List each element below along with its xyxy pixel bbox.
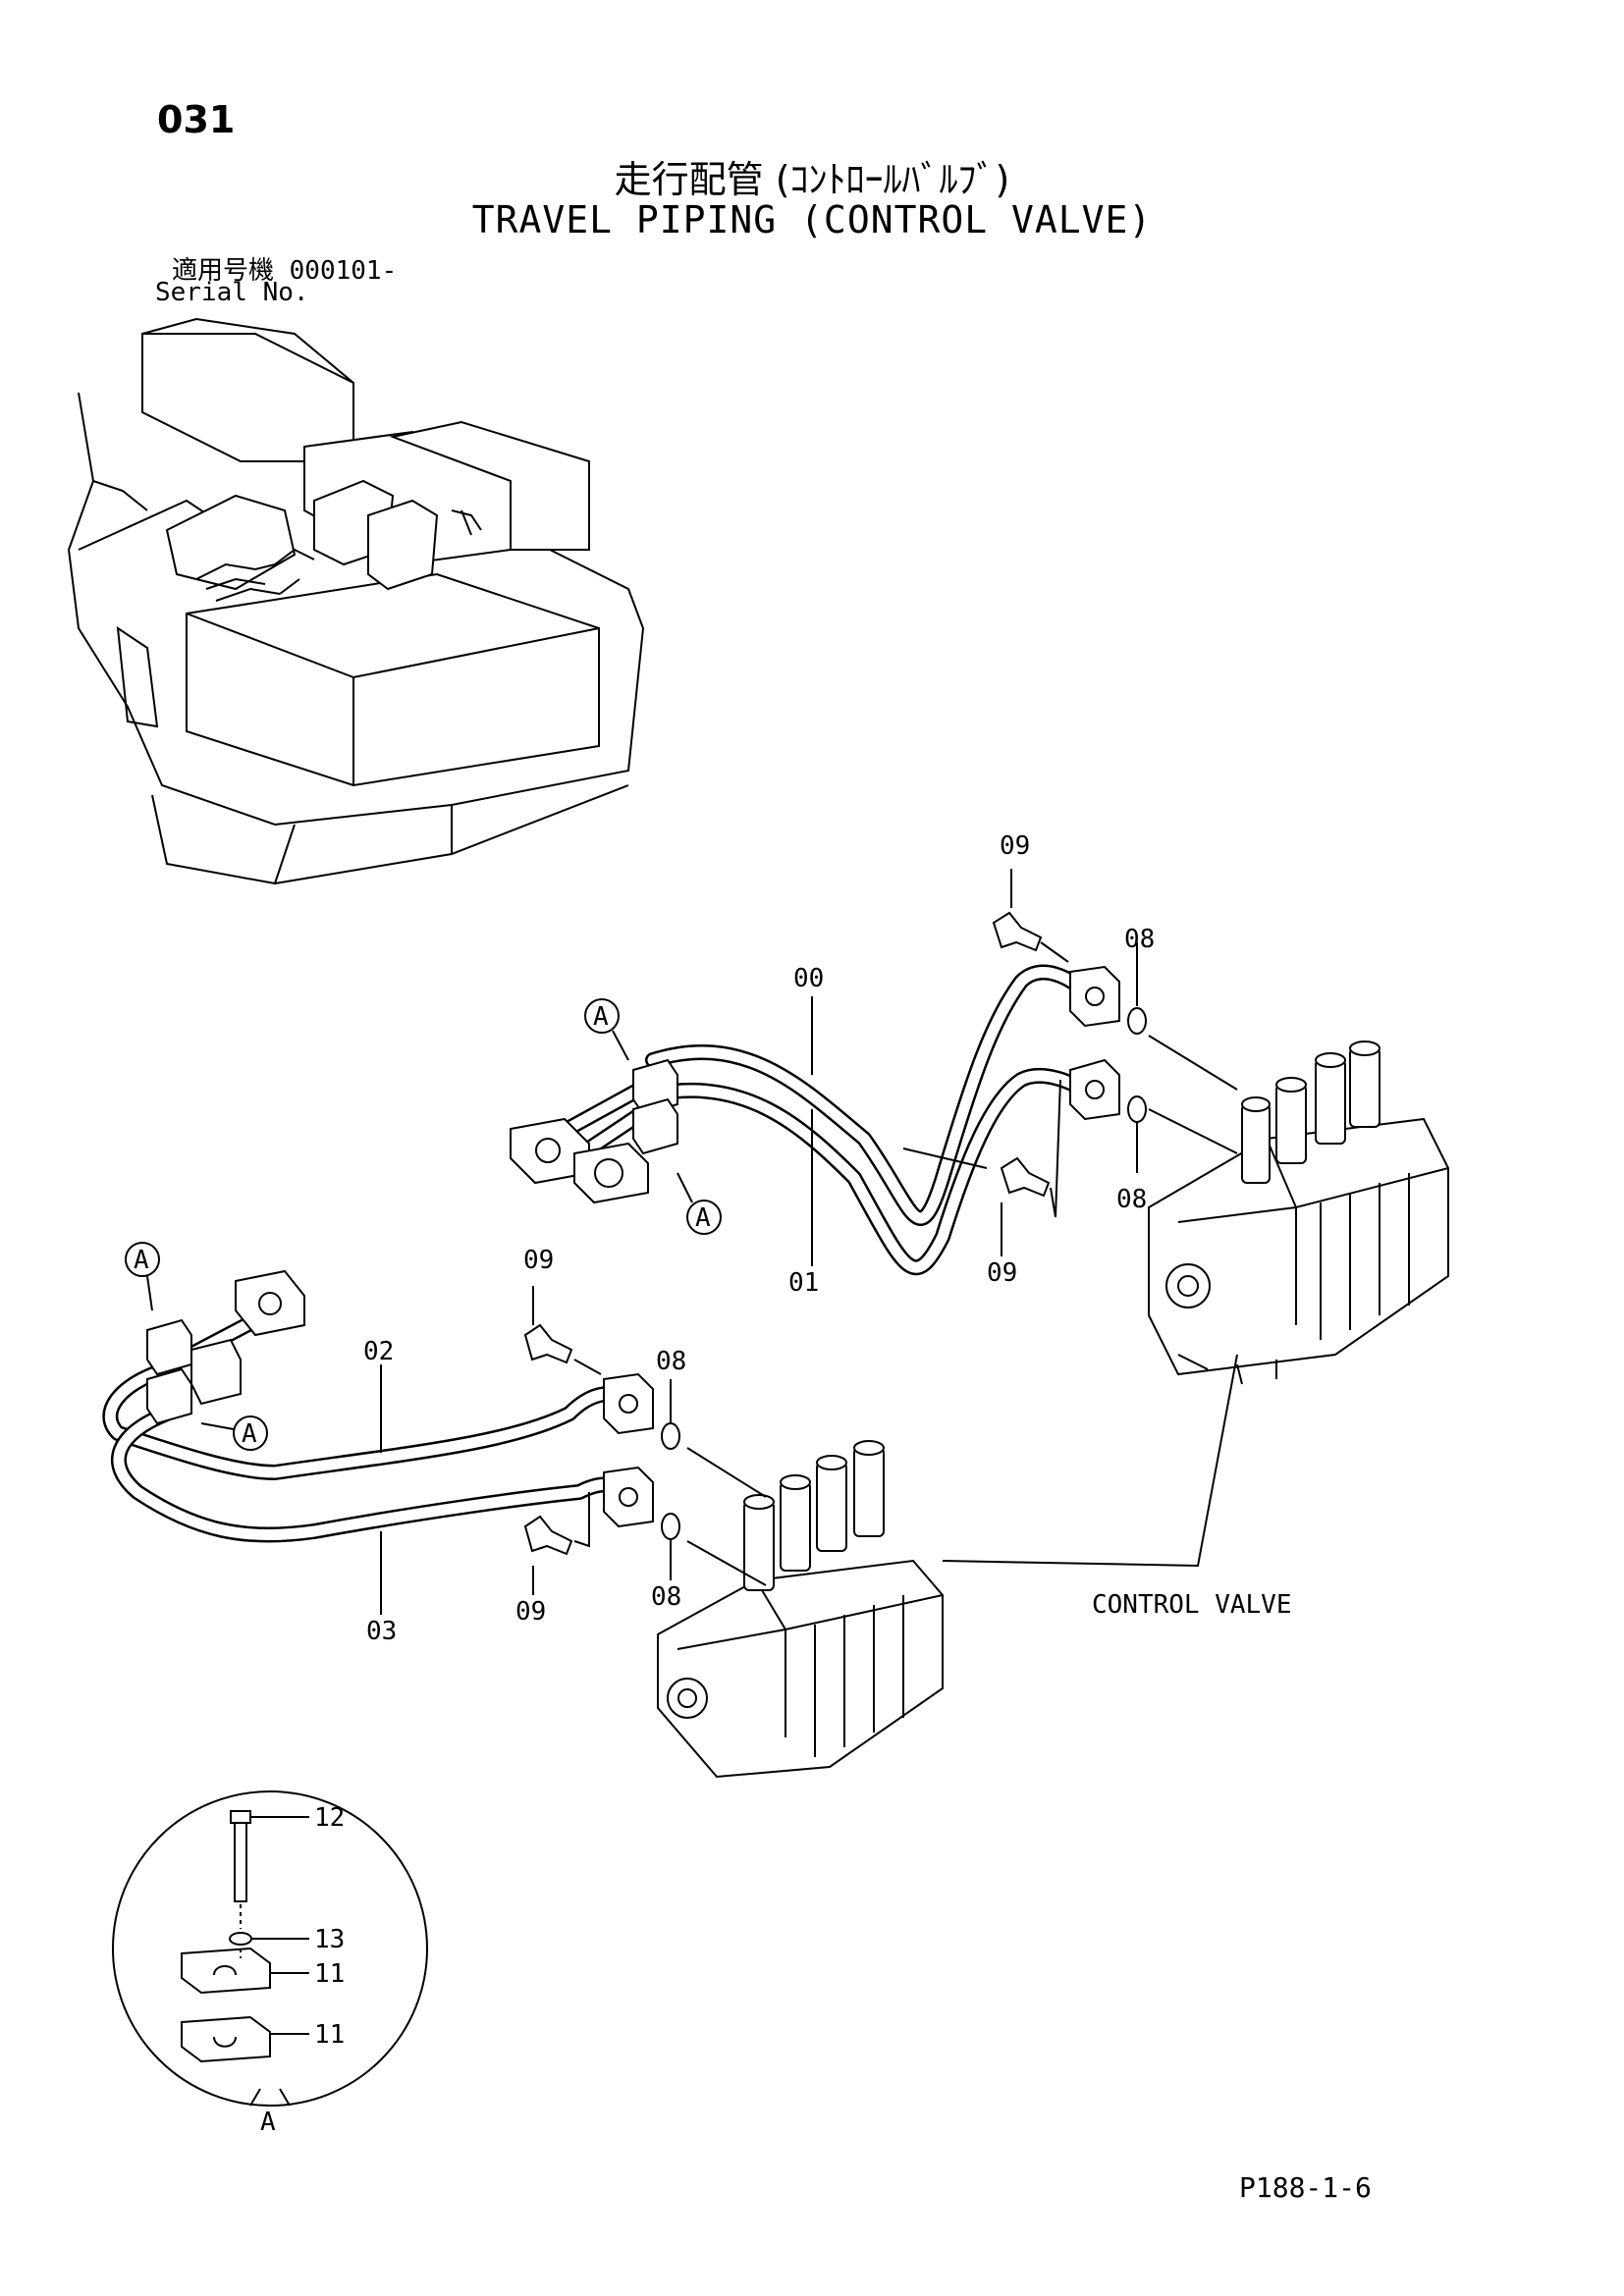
upper-bolt-top-label: 09 (1000, 831, 1030, 861)
upper-clamp-a2-label: A (695, 1203, 711, 1233)
lower-pipe-assembly (102, 1242, 767, 1615)
serial-label-english: Serial No. (155, 278, 309, 307)
detail-part-11b-label: 11 (314, 2020, 345, 2050)
control-valve-leader (942, 1354, 1238, 1568)
detail-part-11a-label: 11 (314, 1959, 345, 1989)
lower-oring-top-label: 08 (656, 1347, 686, 1376)
lower-bolt-bottom-label: 09 (515, 1597, 546, 1627)
lower-oring-bottom-label: 08 (651, 1582, 681, 1612)
machine-overview-illustration (67, 317, 645, 885)
upper-clamp-a1-label: A (593, 1002, 609, 1032)
lower-bolt-top-label: 09 (523, 1246, 554, 1275)
upper-pipe-01-label: 01 (788, 1268, 819, 1298)
detail-part-12-label: 12 (314, 1803, 345, 1833)
upper-pipe-00-label: 00 (793, 964, 824, 993)
detail-a-view (112, 1790, 428, 2107)
serial-label-japanese: 適用号機 000101- (172, 256, 398, 286)
lower-clamp-a1-label: A (134, 1246, 149, 1275)
lower-pipe-03-label: 03 (366, 1617, 397, 1646)
upper-pipe-assembly (510, 869, 1238, 1276)
page-number: 031 (157, 98, 236, 141)
detail-a-label: A (260, 2108, 276, 2137)
upper-oring-top-label: 08 (1124, 925, 1155, 954)
lower-clamp-a2-label: A (242, 1419, 257, 1449)
lower-pipe-02-label: 02 (363, 1337, 394, 1366)
upper-control-valve (1148, 1041, 1449, 1385)
upper-bolt-bottom-label: 09 (987, 1258, 1017, 1288)
title-japanese: 走行配管 (ｺﾝﾄﾛｰﾙﾊﾞﾙﾌﾞ) (614, 158, 1010, 201)
footer-page-code: P188-1-6 (1239, 2171, 1372, 2204)
control-valve-label: CONTROL VALVE (1092, 1590, 1292, 1620)
lower-control-valve (657, 1440, 944, 1779)
upper-oring-bottom-label: 08 (1116, 1185, 1147, 1214)
detail-part-13-label: 13 (314, 1925, 345, 1954)
title-english: TRAVEL PIPING (CONTROL VALVE) (471, 198, 1153, 241)
